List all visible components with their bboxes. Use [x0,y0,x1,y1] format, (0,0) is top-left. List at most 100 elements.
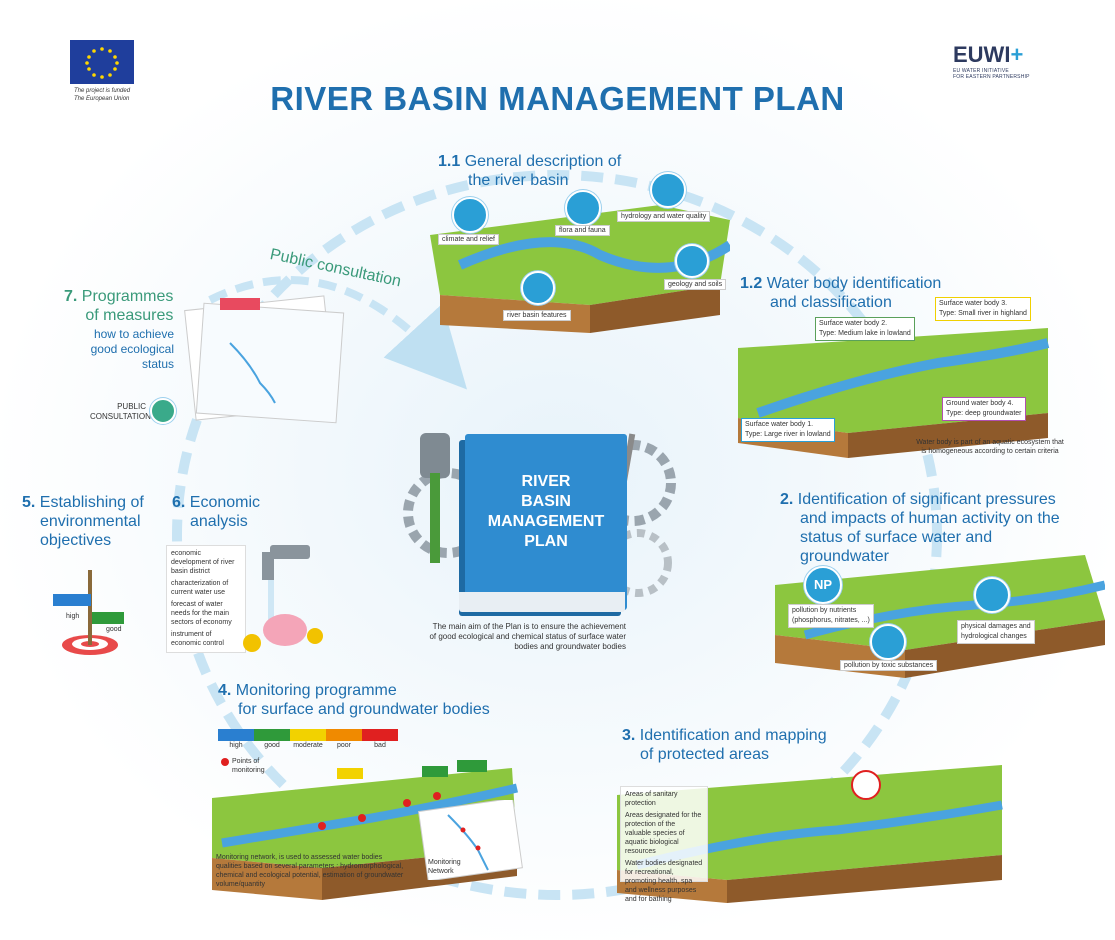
points-line1: Points of [232,758,260,765]
economic-item-1: economic development of river basin dist… [171,550,235,575]
label-river-features: river basin features [503,310,571,321]
sun-icon [452,197,488,233]
label-flora: flora and fauna [555,225,610,236]
book-line3: MANAGEMENT [487,513,605,530]
legend-swatch-poor [326,729,362,741]
eu-note-line1: The project is funded [74,88,131,94]
book-pages [459,592,625,612]
euwi-logo: EUWI+ EU WATER INITIATIVE FOR EASTERN PA… [953,42,1030,80]
physical-line2: hydrological changes [961,633,1027,640]
section-3-line1: Identification and mapping [639,727,827,744]
wb2-label: Surface water body 2.Type: Medium lake i… [815,317,915,341]
legend-label-moderate: moderate [293,742,323,749]
section-4-heading: 4. Monitoring programme for surface and … [218,681,490,719]
section-6-line2: analysis [190,513,248,530]
wb3-line2: Type: Small river in highland [939,310,1027,317]
main-aim-text: The main aim of the Plan is to ensure th… [429,622,626,651]
legend-swatch-high [218,729,254,741]
nutrients-line1: pollution by nutrients [792,607,857,614]
nutrients-line2: (phosphorus, nitrates, ...) [792,617,870,624]
wb3-label: Surface water body 3. Type: Small river i… [935,297,1031,321]
section-1-1-number: 1.1 [438,153,461,170]
legend-bad: bad [362,729,398,750]
page-title: RIVER BASIN MANAGEMENT PLAN [270,80,845,117]
section-1-1-heading: 1.1 General description of the river bas… [438,152,621,190]
pc-line2: CONSULTATIONS [90,412,157,421]
label-good: good [106,626,122,633]
economic-item-4: instrument of economic control [171,631,224,647]
section-2-line1: Identification of significant pressures [797,491,1056,508]
legend-high: high [218,729,254,750]
wb1-line1: Surface water body 1. [745,421,814,428]
book-line4: PLAN [524,533,568,550]
euwi-plus: + [1010,42,1024,67]
legend-swatch-good [254,729,290,741]
euwi-sub1: EU WATER INITIATIVE [953,68,1009,74]
section-2-line4: groundwater [800,548,889,565]
section-1-2-number: 1.2 [740,275,763,292]
points-line2: monitoring [232,767,265,774]
section-6-line1: Economic [189,494,261,511]
wb3-line1: Surface water body 3. [939,300,1008,307]
network-line2: Network [428,868,454,875]
section-7-sub3: status [141,357,174,371]
label-hydrology: hydrology and water quality [617,211,711,222]
section-2-line2: and impacts of human activity on the [800,510,1060,527]
legend-label-poor: poor [336,742,351,749]
label-toxic: pollution by toxic substances [840,660,938,671]
legend-label-good: good [264,742,280,749]
economic-item-3: forecast of water needs for the main sec… [171,601,232,626]
section-5-heading: 5. Establishing of environmental objecti… [22,493,144,550]
gw4-label: Ground water body 4.Type: deep groundwat… [942,397,1026,421]
section-7-line1: Programmes [81,288,174,305]
section-7-sub1: how to achieve [93,327,174,341]
points-of-monitoring-label: Points of monitoring [232,757,265,775]
geology-icon [675,244,709,278]
documents-illustration [184,295,345,424]
book-line2: BASIN [521,493,571,510]
euwi-sub2: FOR EASTERN PARTNERSHIP [953,74,1030,80]
hydro-changes-icon [974,577,1010,613]
legend-poor: poor [326,729,362,750]
section-3-number: 3. [622,727,636,744]
river-features-icon [521,271,555,305]
section-4-line1: Monitoring programme [235,682,397,699]
label-nutrients: pollution by nutrients (phosphorus, nitra… [788,604,874,628]
monitoring-network-label: Monitoring Network [428,858,461,876]
quality-legend: high good moderate poor bad [218,729,398,750]
section-1-2-line2: and classification [770,294,892,311]
section-1-2-heading: 1.2 Water body identification and classi… [740,274,941,312]
book-title: RIVER BASIN MANAGEMENT PLAN [465,472,627,552]
eu-funding-note: The project is funded The European Union [74,87,130,103]
section-4-number: 4. [218,682,232,699]
label-geology: geology and soils [664,279,727,290]
protected-item-1: Areas of sanitary protection [625,791,678,807]
monitoring-network-map [418,800,523,880]
section-4-line2: for surface and groundwater bodies [238,701,490,718]
section-1-2-line1: Water body identification [766,275,942,292]
wb1-line2: Type: Large river in lowland [745,431,831,438]
fauna-icon [565,190,601,226]
protected-item-2: Areas designated for the protection of t… [625,812,702,855]
protected-item-3: Water bodies designated for recreational… [625,860,703,903]
legend-good: good [254,729,290,750]
section-7-line2: of measures [85,307,174,324]
nutrients-icon: NP [804,566,842,604]
section-5-line3: objectives [40,532,112,549]
legend-label-bad: bad [374,742,386,749]
monitoring-point-icon [221,758,229,766]
section-7-heading: 7. Programmes of measures [64,287,173,325]
label-high: high [66,613,80,620]
section-7-sub2: good ecological [90,342,174,356]
section-6-number: 6. [172,494,186,511]
hydrology-icon [650,172,686,208]
euwi-logo-text: EUWI [953,42,1011,67]
pc-line1: PUBLIC [117,402,146,411]
legend-swatch-bad [362,729,398,741]
section-3-line2: of protected areas [640,746,769,763]
people-icon [150,398,176,424]
section-3-heading: 3. Identification and mapping of protect… [622,726,827,764]
network-line1: Monitoring [428,859,461,866]
legend-moderate: moderate [290,729,326,750]
